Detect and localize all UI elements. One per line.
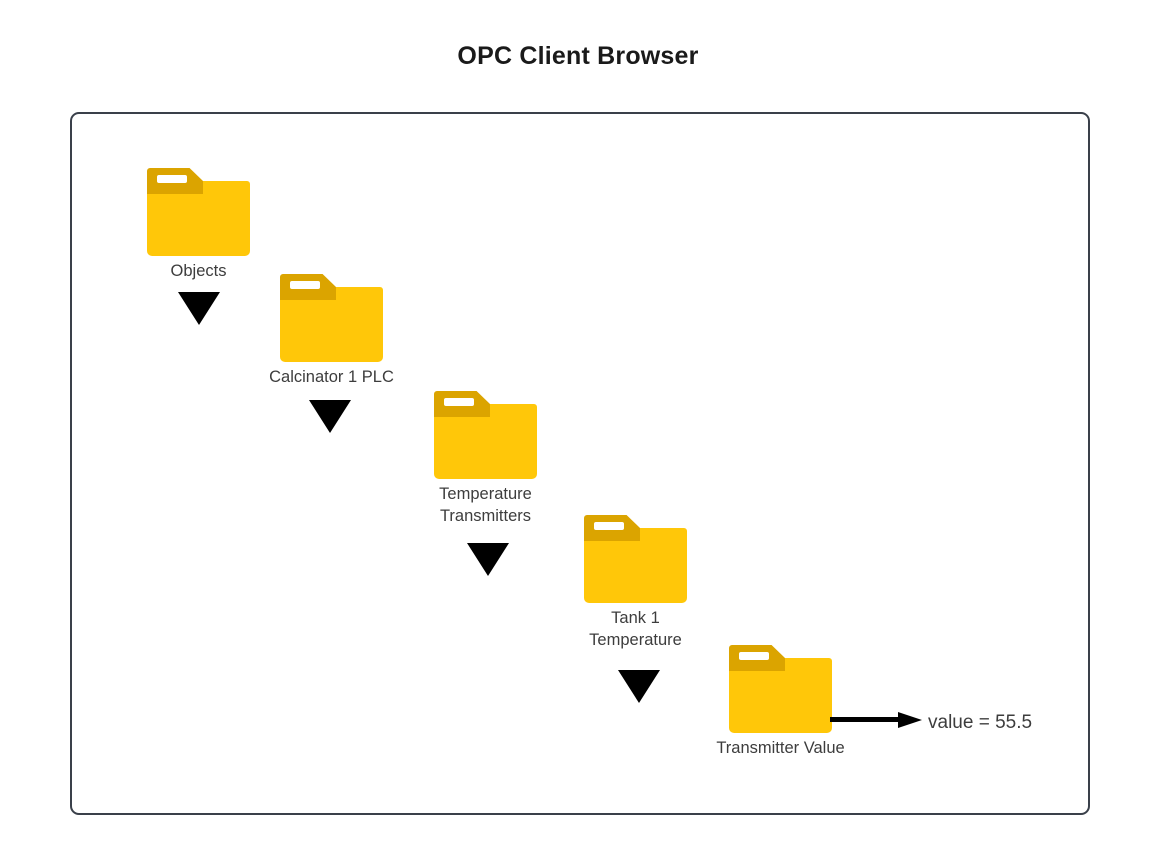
node-temperature-transmitters[interactable]: Temperature Transmitters bbox=[434, 391, 537, 525]
node-transmitter-value[interactable]: Transmitter Value bbox=[716, 645, 845, 757]
node-label: Calcinator 1 PLC bbox=[269, 366, 394, 388]
folder-tab-shape bbox=[729, 645, 785, 671]
folder-slot-shape bbox=[290, 281, 320, 289]
node-calcinator-1-plc[interactable]: Calcinator 1 PLC bbox=[269, 274, 394, 386]
folder-slot-shape bbox=[594, 522, 624, 530]
node-label: Tank 1 Temperature bbox=[589, 607, 682, 651]
node-label-line: Transmitter Value bbox=[716, 739, 845, 757]
folder-icon[interactable] bbox=[280, 274, 383, 362]
arrow-down-icon bbox=[618, 670, 660, 703]
folder-tab-shape bbox=[280, 274, 336, 300]
folder-slot-shape bbox=[739, 652, 769, 660]
node-label: Transmitter Value bbox=[716, 737, 844, 759]
node-label-line: Objects bbox=[170, 262, 227, 280]
page-title: OPC Client Browser bbox=[457, 42, 699, 70]
node-label: Objects bbox=[171, 260, 227, 282]
node-label: Temperature Transmitters bbox=[439, 483, 532, 527]
node-label-line: Tank 1 bbox=[611, 609, 660, 627]
arrow-down-icon bbox=[467, 543, 509, 576]
node-label-line: Temperature bbox=[439, 485, 532, 503]
node-label-line: Transmitters bbox=[439, 507, 532, 525]
connector-line bbox=[830, 717, 900, 722]
folder-tab-shape bbox=[147, 168, 203, 194]
folder-icon[interactable] bbox=[584, 515, 687, 603]
folder-tab-shape bbox=[434, 391, 490, 417]
node-objects[interactable]: Objects bbox=[147, 168, 250, 280]
arrow-down-icon bbox=[178, 292, 220, 325]
arrow-right-icon bbox=[830, 712, 922, 728]
value-readout-label: value = 55.5 bbox=[928, 712, 1033, 733]
folder-slot-shape bbox=[444, 398, 474, 406]
node-tank-1-temperature[interactable]: Tank 1 Temperature bbox=[584, 515, 687, 649]
arrow-down-icon bbox=[309, 400, 351, 433]
node-label-line: Calcinator 1 PLC bbox=[269, 368, 394, 386]
folder-icon[interactable] bbox=[729, 645, 832, 733]
folder-icon[interactable] bbox=[147, 168, 250, 256]
node-label-line: Temperature bbox=[589, 631, 682, 649]
connector-arrowhead bbox=[898, 712, 922, 728]
folder-icon[interactable] bbox=[434, 391, 537, 479]
folder-tab-shape bbox=[584, 515, 640, 541]
folder-slot-shape bbox=[157, 175, 187, 183]
